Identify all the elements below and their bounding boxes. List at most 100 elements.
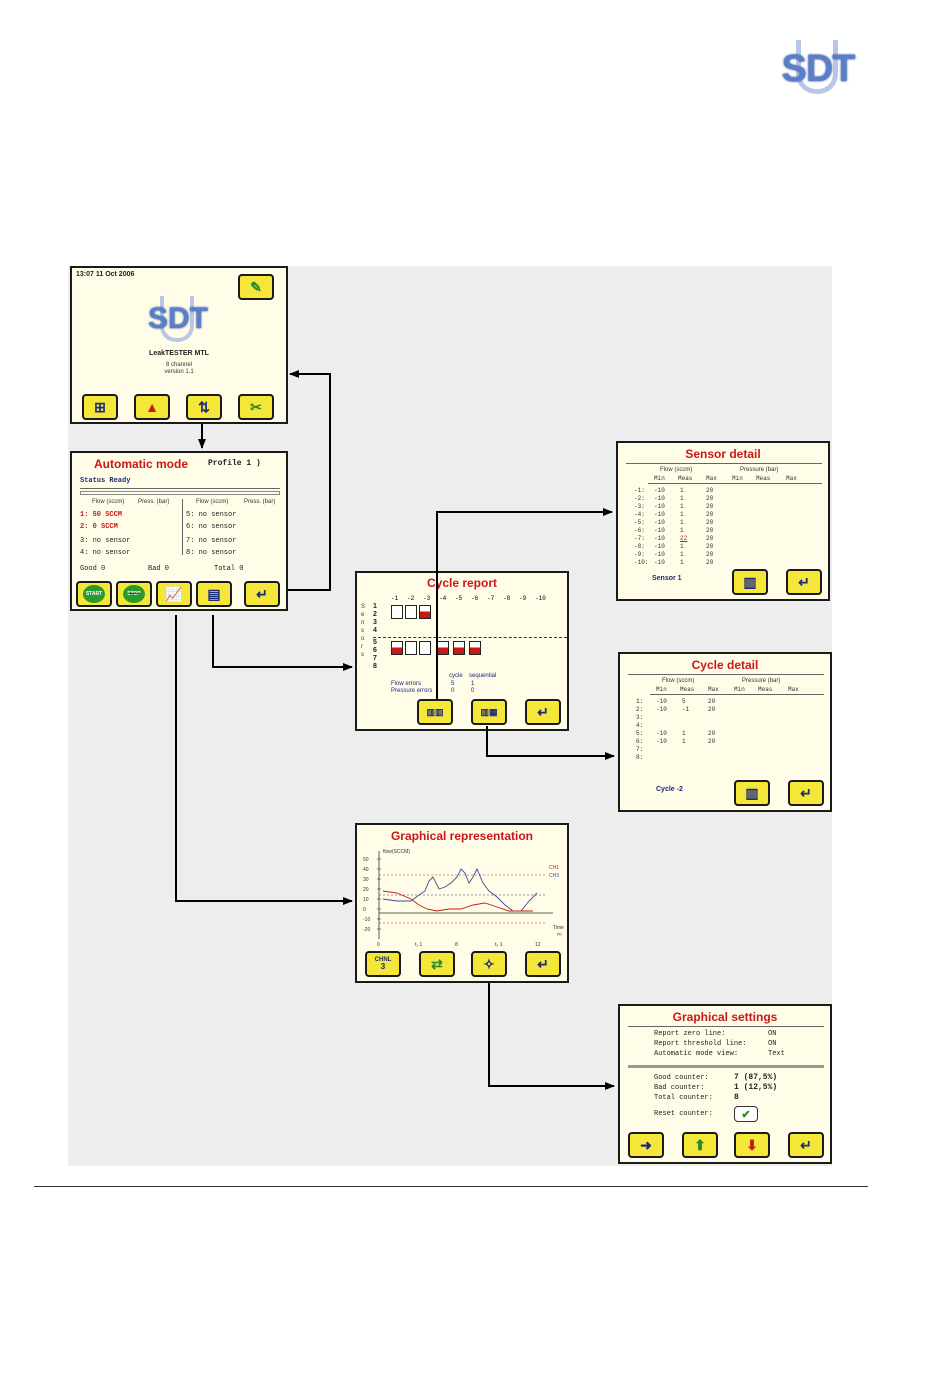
graph-settings-button[interactable]: ✧ — [471, 951, 507, 977]
row-label: 1: — [636, 698, 644, 705]
result-cell-ok[interactable] — [419, 641, 431, 655]
channel-row: 1: 50 SCCM — [80, 511, 123, 519]
channel-select-button[interactable]: CHNL 3 — [365, 951, 401, 977]
tools-icon: ✂ — [250, 398, 262, 415]
settings-tools-button[interactable]: ✎ — [238, 274, 274, 300]
flow-errors-cycle: 5 — [451, 681, 455, 687]
result-cell-ok[interactable] — [405, 605, 417, 619]
result-cell-fail[interactable] — [391, 641, 403, 655]
calibration-button[interactable]: ✂ — [238, 394, 274, 420]
return-arrow-icon: ↵ — [800, 784, 812, 801]
col-header: Max — [708, 686, 719, 693]
edit-profile-button[interactable]: ⊞ — [82, 394, 118, 420]
table-cell: 1 — [680, 559, 684, 566]
cycle-report-title: Cycle report — [426, 576, 498, 590]
row-label: -7: — [634, 535, 645, 542]
return-arrow-icon: ↵ — [798, 573, 810, 590]
chnl-value: 3 — [380, 962, 386, 971]
automatic-mode-screen: Automatic mode Profile 1 ) Status Ready … — [70, 451, 288, 611]
col-header: Meas — [678, 475, 693, 482]
up-button[interactable]: ⬆ — [682, 1132, 718, 1158]
sdt-logo: SDT — [772, 40, 864, 96]
down-button[interactable]: ⬇ — [734, 1132, 770, 1158]
cycle-header: -5 — [455, 595, 463, 602]
table-cell: 20 — [706, 487, 714, 494]
cycle-report-screen: Cycle report -1 -2 -3 -4 -5 -6 -7 -8 -9 … — [355, 571, 569, 731]
side-letter: r — [361, 644, 363, 650]
leak-icon: ▲ — [145, 399, 159, 415]
legend-ch1: CH1 — [549, 865, 559, 871]
start-button[interactable]: START — [76, 581, 112, 607]
checkmark-icon: ✔ — [741, 1108, 751, 1121]
return-button[interactable]: ↵ — [788, 1132, 824, 1158]
test-mode-button[interactable]: ▲ — [134, 394, 170, 420]
sensor-detail-button[interactable]: ▥▥ — [417, 699, 453, 725]
switch-view-button[interactable]: ▥ — [734, 780, 770, 806]
result-cell-fail[interactable] — [437, 641, 449, 655]
graph-xlabel: Time — [553, 925, 564, 931]
result-cell-fail[interactable] — [419, 605, 431, 619]
datetime-label: 13:07 11 Oct 2006 — [76, 271, 135, 278]
return-button[interactable]: ↵ — [525, 951, 561, 977]
cycle-detail-button[interactable]: ▥▦ — [471, 699, 507, 725]
graph-view-button[interactable]: 📈 — [156, 581, 192, 607]
row-numbers-top: 1 2 3 4 — [373, 603, 377, 635]
row-label: -3: — [634, 503, 645, 510]
pressure-errors-label: Pressure errors — [391, 688, 433, 694]
status-divider — [80, 488, 280, 489]
col-header: Meas — [680, 686, 695, 693]
good-counter-value: 7 (87,5%) — [734, 1073, 778, 1082]
sensors-side-label: S e n s o r s — [361, 603, 369, 659]
stop-icon: STOP — [123, 585, 145, 603]
series-ch1-line — [382, 890, 533, 912]
y-tick-label: 40 — [363, 867, 369, 873]
result-cell-fail[interactable] — [469, 641, 481, 655]
side-letter: e — [361, 612, 365, 618]
result-cell-fail[interactable] — [453, 641, 465, 655]
transfer-button[interactable]: ⇅ — [186, 394, 222, 420]
graph-ylabel: flow(SCCM) — [383, 849, 410, 855]
col-header: Max — [786, 475, 797, 482]
next-button[interactable]: ➜ — [628, 1132, 664, 1158]
return-button[interactable]: ↵ — [244, 581, 280, 607]
switch-channel-button[interactable]: ⇄ — [419, 951, 455, 977]
sensor-detail-screen: Sensor detail Flow (sccm) Pressure (bar)… — [616, 441, 830, 601]
start-icon: START — [83, 585, 105, 603]
result-cell-ok[interactable] — [405, 641, 417, 655]
graphical-settings-screen: Graphical settings Report zero line: ON … — [618, 1004, 832, 1164]
reset-counter-button[interactable]: ✔ — [734, 1106, 758, 1122]
stop-button[interactable]: STOP — [116, 581, 152, 607]
switch-view-button[interactable]: ▥ — [732, 569, 768, 595]
table-cell: -10 — [654, 487, 665, 494]
table-cell: -1 — [682, 706, 690, 713]
result-cell-ok[interactable] — [391, 605, 403, 619]
row-label: -4: — [634, 511, 645, 518]
report-threshold-value[interactable]: ON — [768, 1040, 777, 1048]
wrench-icon: ✧ — [483, 955, 495, 972]
return-button[interactable]: ↵ — [525, 699, 561, 725]
pressure-group-header: Pressure (bar) — [742, 678, 781, 684]
table-cell: 1 — [680, 551, 684, 558]
report-zero-value[interactable]: ON — [768, 1030, 777, 1038]
report-button[interactable]: ▤ — [196, 581, 232, 607]
return-button[interactable]: ↵ — [788, 780, 824, 806]
table-cell: 20 — [706, 519, 714, 526]
col-header: Min — [734, 686, 745, 693]
return-button[interactable]: ↵ — [786, 569, 822, 595]
x-tick-label: 12 — [535, 942, 541, 948]
table-cell: 1 — [682, 738, 686, 745]
x-tick-label: t₁ 1 — [415, 942, 422, 948]
side-letter: s — [361, 628, 364, 634]
flow-errors-label: Flow errors — [391, 681, 422, 687]
table-cell: 20 — [706, 503, 714, 510]
y-tick-label: 50 — [363, 857, 369, 863]
cycle-header: -4 — [439, 595, 447, 602]
auto-view-value[interactable]: Text — [768, 1050, 785, 1058]
col-header: Meas — [758, 686, 773, 693]
logo-u-shape — [796, 40, 838, 94]
row-label: -8: — [634, 543, 645, 550]
series-ch3-line — [382, 867, 538, 912]
y-tick-label: -20 — [363, 927, 370, 933]
